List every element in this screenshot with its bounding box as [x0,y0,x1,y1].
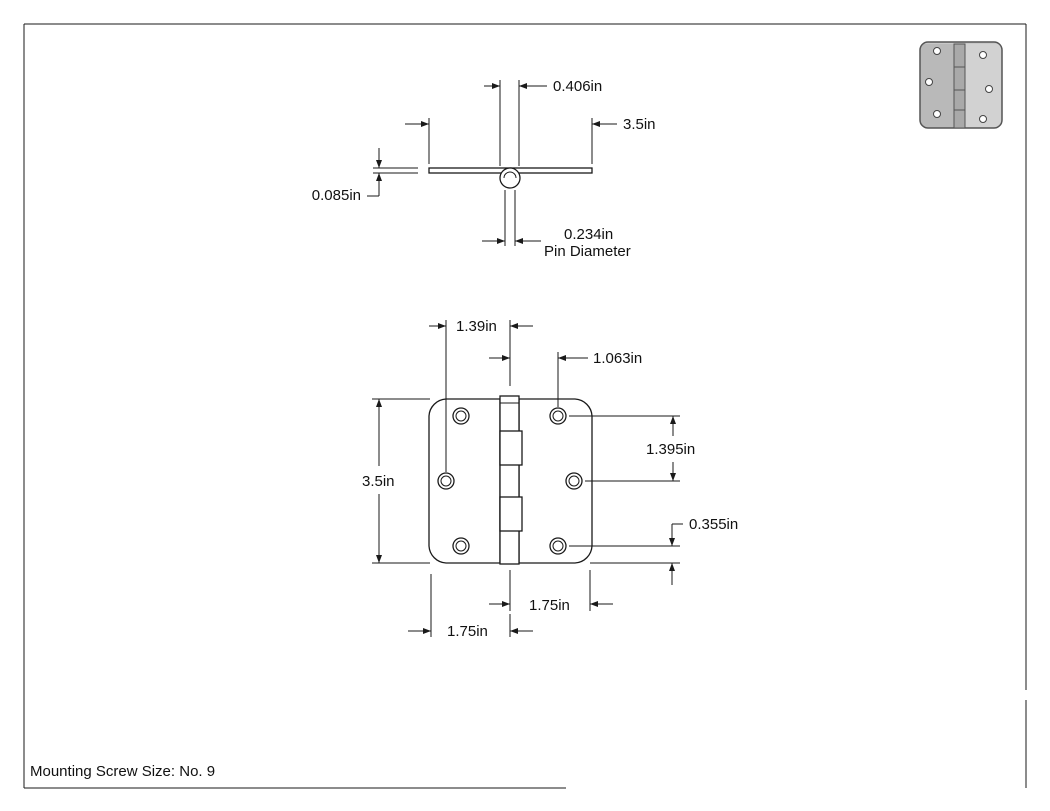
dimension-height [372,398,430,564]
dimension-leaf-width [405,118,617,164]
dimension-half-width-left [408,574,533,637]
dimension-hole-from-bottom [569,523,683,585]
hinge-thumbnail-icon [919,41,1003,129]
dim-label-hole-to-edge: 1.39in [456,318,497,335]
dim-label-half-width-right: 1.75in [529,597,570,614]
hinge-front-view [428,395,593,565]
dim-label-pin-text: Pin Diameter [544,243,631,260]
dimension-pin-diameter [482,190,541,246]
dimension-leaf-thickness [367,148,418,197]
dim-label-hole-from-bottom: 0.355in [689,516,738,533]
dim-label-leaf-width: 3.5in [623,116,656,133]
dim-label-half-width-left: 1.75in [447,623,488,640]
mounting-screw-note: Mounting Screw Size: No. 9 [30,763,215,780]
dim-label-height: 3.5in [362,473,395,490]
dimension-hole-to-edge [429,320,533,472]
dim-label-pin-diameter: 0.234in [564,226,613,243]
dim-label-hole-offset: 1.063in [593,350,642,367]
dim-label-hole-spacing: 1.395in [646,441,695,458]
dimension-knuckle-width [484,80,547,166]
hinge-top-view [428,167,593,189]
dim-label-knuckle-width: 0.406in [553,78,602,95]
dimension-hole-spacing [569,415,680,482]
dimension-half-width-right [489,570,613,611]
dimension-hole-offset [489,352,588,407]
sheet-border [23,23,1027,789]
dim-label-leaf-thickness: 0.085in [312,187,361,204]
